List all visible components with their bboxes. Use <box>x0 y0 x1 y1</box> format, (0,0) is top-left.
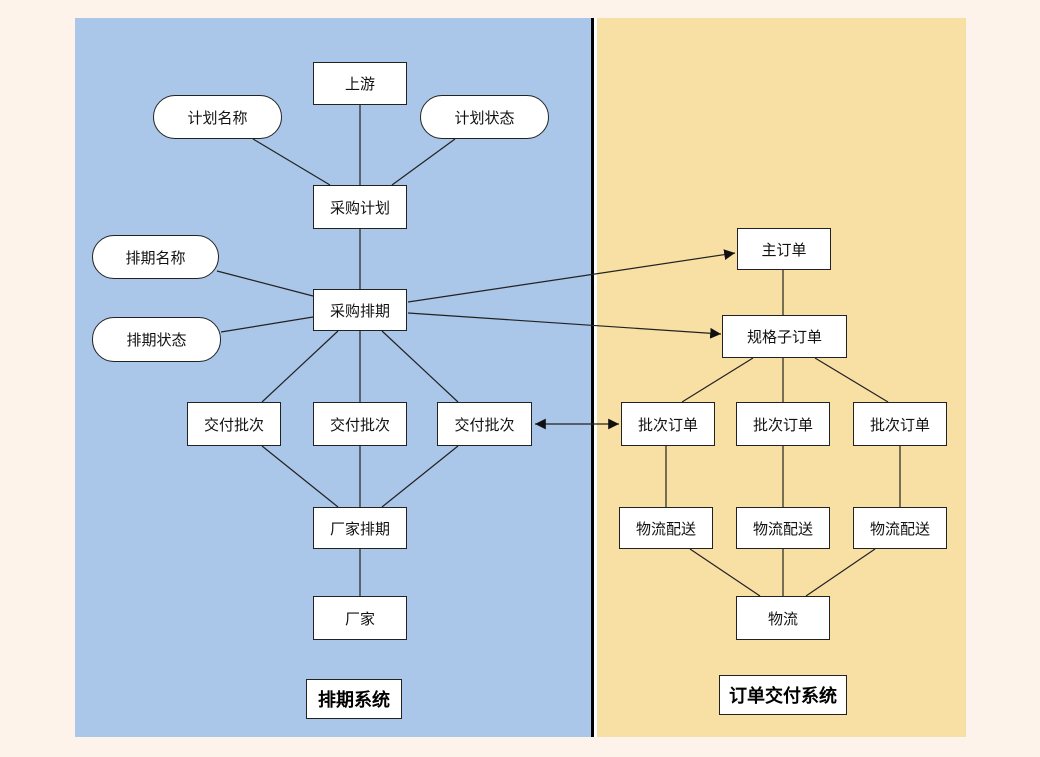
edge-schedule-batch1 <box>261 330 339 403</box>
logistics-delivery-node-3: 物流配送 <box>853 507 947 549</box>
plan-name-node: 计划名称 <box>153 95 282 139</box>
spec-suborder-node: 规格子订单 <box>722 315 847 358</box>
delivery-batch-node-1: 交付批次 <box>187 402 281 446</box>
arrow-schedule-mainorder <box>407 249 736 303</box>
edge-batch3-factoryschedule <box>381 445 459 508</box>
logistics-delivery-node-1: 物流配送 <box>619 507 713 549</box>
logistics-node: 物流 <box>736 596 830 640</box>
edge-delivery1-logistics <box>689 548 761 597</box>
purchase-schedule-node: 采购排期 <box>313 289 407 331</box>
batch-order-node-3: 批次订单 <box>853 402 947 446</box>
delivery-batch-node-2: 交付批次 <box>313 402 407 446</box>
edge-planstatus-plan <box>391 138 456 186</box>
schedule-system-label: 排期系统 <box>306 679 402 719</box>
edge-schedulename-schedule <box>216 270 314 297</box>
edge-schedule-batch3 <box>381 330 459 403</box>
schedule-name-node: 排期名称 <box>92 235 219 279</box>
main-order-node: 主订单 <box>737 228 831 270</box>
purchase-plan-node: 采购计划 <box>313 185 407 229</box>
system-divider <box>591 18 597 737</box>
delivery-batch-node-3: 交付批次 <box>437 402 532 446</box>
schedule-status-node: 排期状态 <box>92 317 221 362</box>
edge-schedulestatus-schedule <box>220 316 314 333</box>
factory-node: 厂家 <box>313 596 407 640</box>
logistics-delivery-node-2: 物流配送 <box>736 507 830 549</box>
order-delivery-system-label: 订单交付系统 <box>719 675 847 715</box>
edge-planname-plan <box>252 138 331 186</box>
upstream-node: 上游 <box>313 62 407 105</box>
plan-status-node: 计划状态 <box>420 95 549 139</box>
edge-delivery3-logistics <box>805 548 876 597</box>
arrow-schedule-suborder <box>407 312 722 339</box>
batch-order-node-2: 批次订单 <box>736 402 830 446</box>
factory-schedule-node: 厂家排期 <box>313 507 407 549</box>
edge-suborder-batchorder3 <box>814 357 889 403</box>
edge-batch1-factoryschedule <box>261 445 339 508</box>
batch-order-node-1: 批次订单 <box>621 402 715 446</box>
edge-suborder-batchorder1 <box>681 357 754 403</box>
